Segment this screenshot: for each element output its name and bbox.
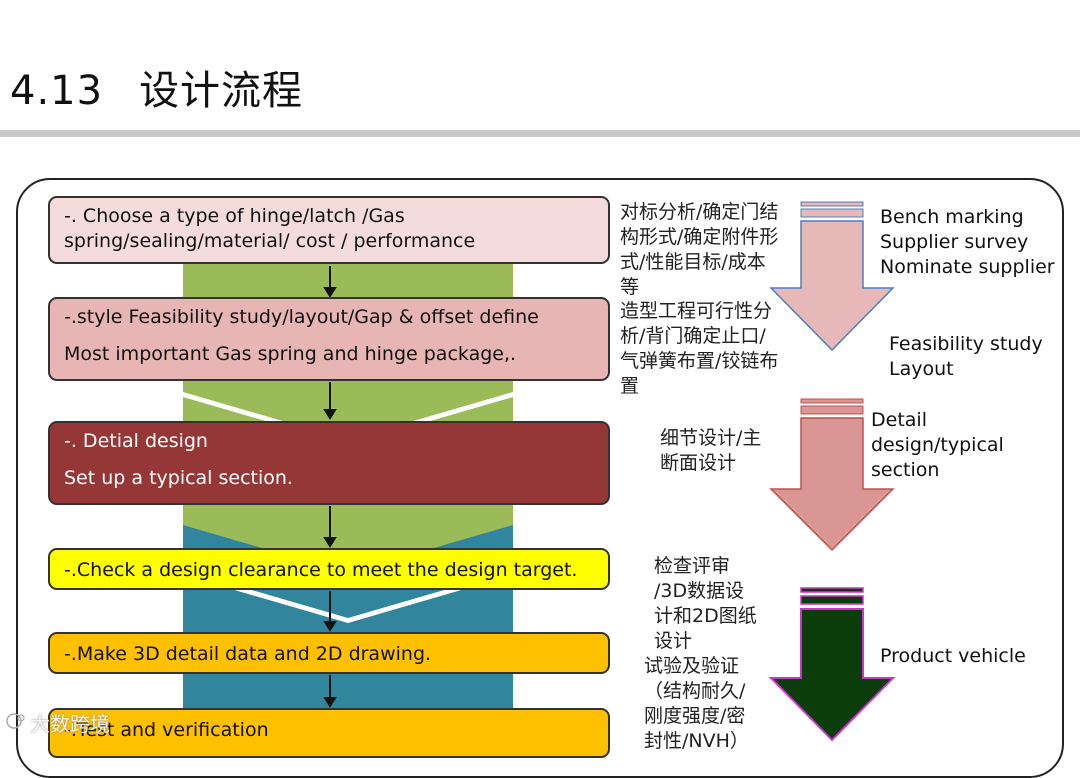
title-divider — [0, 130, 1080, 137]
watermark-icon — [6, 713, 25, 729]
connector-arrows — [323, 266, 337, 708]
step-box-4: -.Check a design clearance to meet the d… — [48, 548, 610, 590]
step-6-line-1: -.Test and verification — [64, 719, 269, 741]
step-box-1: -. Choose a type of hinge/latch /Gas spr… — [48, 196, 610, 264]
step-box-2: -.style Feasibility study/layout/Gap & o… — [48, 297, 610, 381]
note-cn-2: 造型工程可行性分析/背门确定止口/气弹簧布置/铰链布置 — [620, 300, 779, 397]
step-1-line-1: -. Choose a type of hinge/latch /Gas — [64, 205, 405, 227]
step-3-line-2: Set up a typical section. — [64, 467, 293, 489]
watermark-text: 大数跨境 — [30, 712, 110, 736]
step-2-line-2: Most important Gas spring and hinge pack… — [64, 343, 517, 365]
step-1-line-2: spring/sealing/material/ cost / performa… — [64, 230, 476, 252]
step-5-line-1: -.Make 3D detail data and 2D drawing. — [64, 643, 432, 665]
step-box-3: -. Detial design Set up a typical sectio… — [48, 421, 610, 505]
phase-arrow-2 — [769, 398, 895, 552]
note-cn-1: 对标分析/确定门结构形式/确定附件形式/性能目标/成本等 — [620, 201, 779, 298]
note-cn-5: 试验及验证（结构耐久/刚度强度/密封性/NVH） — [644, 655, 749, 752]
step-box-5: -.Make 3D detail data and 2D drawing. — [48, 632, 610, 674]
step-box-6: -.Test and verification — [48, 708, 610, 758]
step-3-line-1: -. Detial design — [64, 430, 208, 452]
slide-title-text: 设计流程 — [139, 68, 304, 114]
phase-arrow-3 — [768, 587, 896, 742]
phase-arrow-1 — [769, 201, 895, 352]
step-2-line-1: -.style Feasibility study/layout/Gap & o… — [64, 306, 539, 328]
note-cn-3: 细节设计/主断面设计 — [660, 427, 762, 474]
slide-number: 4.13 — [10, 68, 104, 114]
note-en-4: Product vehicle — [880, 645, 1026, 667]
slide-title: 4.13 设计流程 — [10, 58, 303, 116]
step-4-line-1: -.Check a design clearance to meet the d… — [64, 559, 578, 581]
note-cn-4: 检查评审/3D数据设计和2D图纸设计 — [654, 555, 757, 652]
